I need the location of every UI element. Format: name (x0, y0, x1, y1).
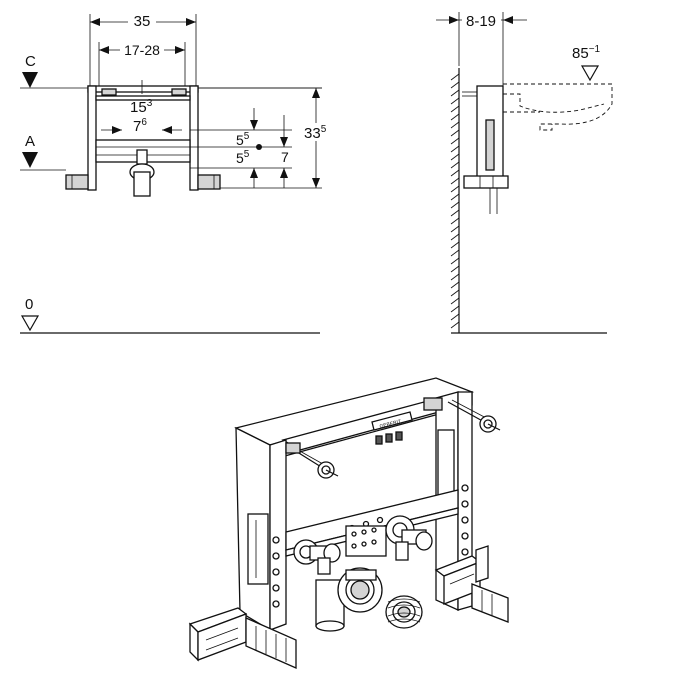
level-marker-a: A (20, 133, 66, 171)
side-view: 8-19 85−1 (436, 11, 613, 334)
pipe-spacing-sub-label: 76 (133, 117, 147, 135)
wall-hatch-line (450, 193, 460, 201)
wall-hatch-line (450, 105, 460, 113)
foot-bracket-right (434, 545, 509, 623)
wall-hatch-line (450, 129, 460, 137)
anchor-bolt-left (285, 442, 339, 479)
wall-hatch-line (450, 209, 460, 217)
wall-hatch-line (450, 113, 460, 121)
drain-pipe (315, 567, 383, 632)
water-fitting-left (293, 539, 341, 575)
wall-hatch-line (450, 137, 460, 145)
wall-hatch-line (450, 97, 460, 105)
wall-hatch-line (450, 289, 460, 297)
width-outer-label: 35 (134, 13, 151, 30)
basin-height-marker: 85−1 (572, 44, 601, 82)
level-a-label: A (25, 133, 35, 150)
wall-hatch-line (450, 153, 460, 161)
wall-hatch-line (450, 89, 460, 97)
width-inner-label: 17-28 (124, 42, 160, 58)
product-illustration: GEBERIT (188, 377, 509, 669)
wall-hatch-line (450, 313, 460, 321)
wall-hatch-line (450, 305, 460, 313)
level-marker-c: C (20, 53, 322, 89)
wall-hatch-line (450, 185, 460, 193)
water-fitting-right (385, 515, 433, 561)
offset-lower-label: 55 (236, 149, 250, 166)
front-view: 35 17-28 C (20, 12, 331, 334)
basin-height-label: 85−1 (572, 44, 601, 62)
wall-hatch-line (450, 249, 460, 257)
wall-hatch-line (450, 273, 460, 281)
wall (450, 68, 607, 334)
wall-hatch-line (450, 121, 460, 129)
dimension-vertical-offsets: 55 55 7 (190, 108, 292, 189)
wall-hatch-line (450, 265, 460, 273)
wall-hatch-line (450, 297, 460, 305)
level-c-label: C (25, 53, 36, 70)
depth-label: 8-19 (466, 13, 496, 30)
wall-hatch-line (450, 281, 460, 289)
threaded-coupling (385, 595, 423, 629)
dimension-depth: 8-19 (436, 11, 527, 90)
height-label: 335 (304, 124, 327, 142)
wall-hatch-line (450, 233, 460, 241)
wall-hatch-line (450, 145, 460, 153)
dimension-width-outer: 35 (89, 12, 197, 90)
offset-upper-label: 55 (236, 131, 250, 148)
wall-hatch-line (450, 201, 460, 209)
frame-side (462, 85, 509, 214)
foot-bracket-left (188, 607, 297, 669)
wall-hatch-line (450, 169, 460, 177)
brand-plate: GEBERIT (371, 411, 413, 445)
offset-total-label: 7 (281, 149, 289, 165)
wall-hatch-line (450, 321, 460, 329)
floor-level: 0 (20, 296, 320, 334)
wall-hatch-line (450, 217, 460, 225)
wall-hatch-line (450, 225, 460, 233)
wall-hatch-line (450, 161, 460, 169)
wall-hatch-line (450, 81, 460, 89)
pipe-spacing-label: 153 (130, 98, 153, 116)
dimension-width-inner: 17-28 (98, 40, 186, 90)
wall-hatch-line (450, 241, 460, 249)
frame-front (65, 80, 221, 197)
wall-hatch-line (450, 73, 460, 81)
frame-left-upright (235, 426, 287, 632)
dimension-height: 335 (198, 87, 331, 189)
wall-hatch-line (450, 257, 460, 265)
brand-mark: GEBERIT (379, 419, 402, 430)
dimension-pipe-spacing: 153 76 (101, 98, 182, 135)
anchor-bolt-right (423, 397, 501, 433)
wall-hatch-line (450, 177, 460, 185)
washbasin-outline (503, 83, 613, 131)
level-zero-label: 0 (25, 296, 33, 313)
